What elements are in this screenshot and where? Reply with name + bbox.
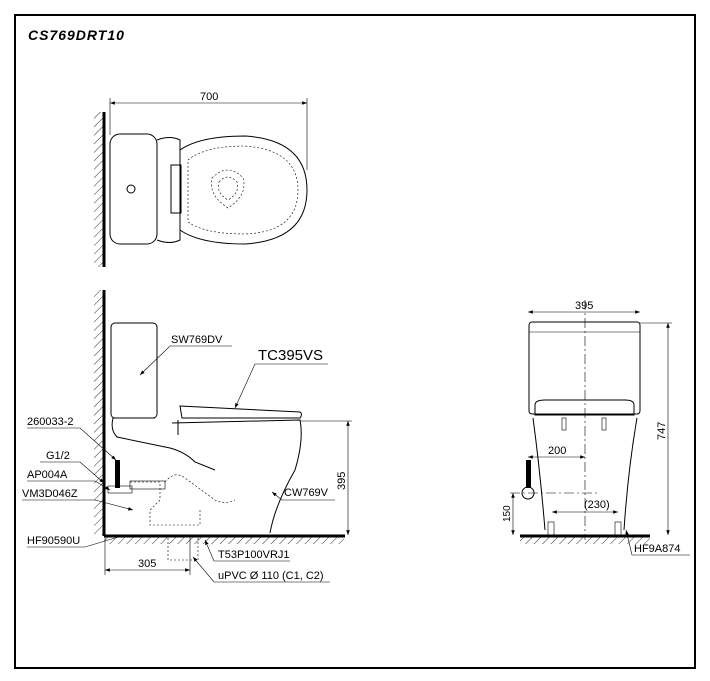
supply-offset-dim: 200 xyxy=(548,445,566,457)
front-height-dim: 747 xyxy=(656,422,668,440)
label-flange: HF90590U xyxy=(27,535,80,547)
label-adapter: T53P100VRJ1 xyxy=(218,549,290,561)
side-view: 305 395 SW769DV TC395VS 260033-2 G1/2 AP… xyxy=(22,290,352,583)
label-seat: TC395VS xyxy=(258,347,323,364)
front-view: 395 747 200 150 (230) HF9A874 xyxy=(502,300,690,556)
label-bowl: CW769V xyxy=(284,487,329,499)
model-title: CS769DRT10 xyxy=(28,27,125,43)
label-valve: AP004A xyxy=(27,469,68,481)
top-width-dim: 700 xyxy=(200,91,218,103)
rough-in-dim: 305 xyxy=(138,558,156,570)
side-height-dim: 395 xyxy=(336,472,348,490)
drawing-frame xyxy=(14,14,696,669)
label-thread: G1/2 xyxy=(46,450,70,462)
label-pipe: uPVC Ø 110 (C1, C2) xyxy=(218,570,324,582)
supply-height-dim: 150 xyxy=(502,505,513,522)
top-view: 700 xyxy=(94,91,308,267)
label-bolt: HF9A874 xyxy=(634,543,680,555)
front-width-dim: 395 xyxy=(575,300,593,312)
label-fitting: VM3D046Z xyxy=(22,488,78,500)
label-hose: 260033-2 xyxy=(27,416,74,428)
bolt-spacing-dim: (230) xyxy=(584,499,610,511)
label-tank: SW769DV xyxy=(171,334,223,346)
